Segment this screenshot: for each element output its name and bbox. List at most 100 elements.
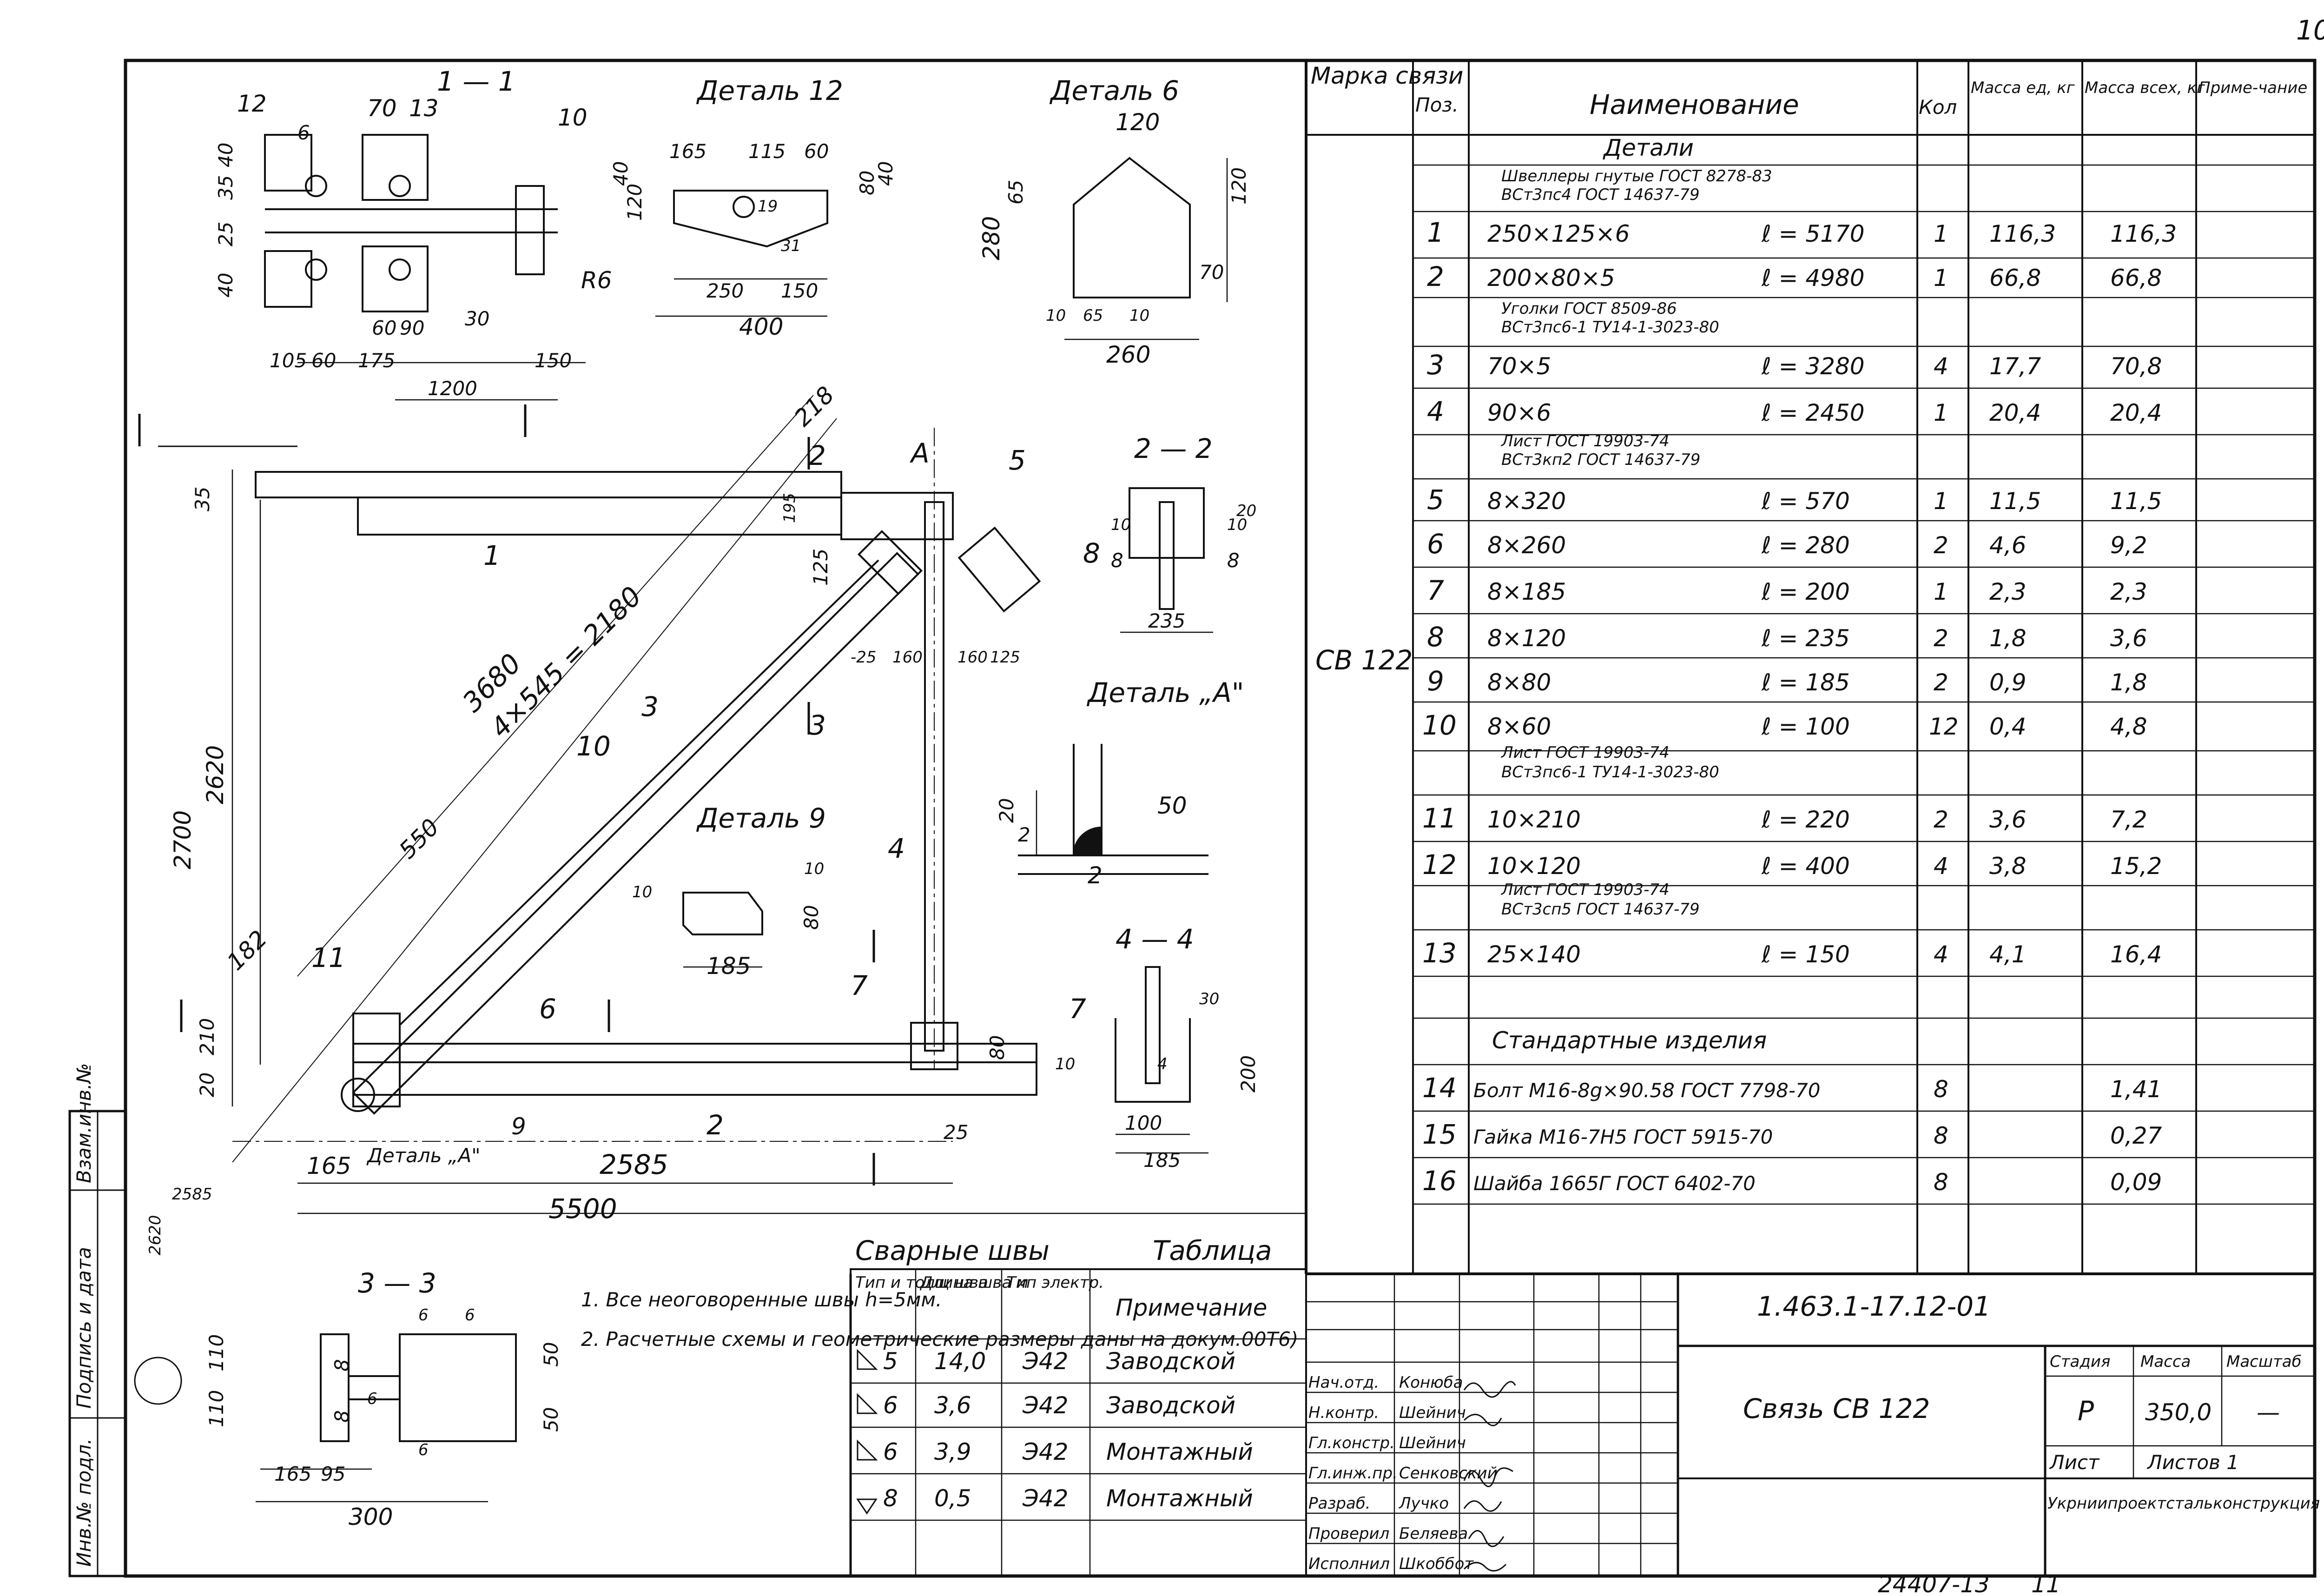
section-cut-markers	[138, 404, 875, 1185]
spec-mark-value: СВ 122	[1315, 644, 1413, 676]
svg-text:R6: R6	[581, 267, 612, 294]
svg-text:5: 5	[883, 1348, 898, 1375]
svg-text:ВСт3сп5 ГОСТ 14637-79: ВСт3сп5 ГОСТ 14637-79	[1501, 900, 1700, 919]
svg-text:10: 10	[1227, 516, 1247, 534]
note-2: 2. Расчетные схемы и геометрические разм…	[581, 1328, 1298, 1351]
stage-value: Р	[2078, 1395, 2094, 1427]
svg-text:30: 30	[465, 307, 489, 330]
svg-text:8: 8	[1083, 537, 1100, 569]
svg-text:200×80×5: 200×80×5	[1487, 265, 1615, 291]
svg-text:ℓ = 185: ℓ = 185	[1761, 669, 1850, 696]
svg-text:2 — 2: 2 — 2	[1134, 433, 1213, 464]
sheet-label: Лист	[2049, 1451, 2100, 1474]
svg-text:8×185: 8×185	[1487, 578, 1566, 605]
svg-text:6: 6	[297, 121, 310, 144]
svg-text:40: 40	[609, 161, 632, 186]
svg-text:Лист ГОСТ 19903-74: Лист ГОСТ 19903-74	[1500, 881, 1670, 899]
svg-text:2,3: 2,3	[1989, 578, 2027, 605]
svg-text:Э42: Э42	[1022, 1348, 1069, 1375]
svg-text:2620: 2620	[202, 745, 229, 804]
svg-text:5500: 5500	[548, 1193, 617, 1225]
svg-text:60: 60	[804, 140, 829, 163]
sheet-title: Связь СВ 122	[1743, 1393, 1930, 1424]
svg-text:9: 9	[511, 1113, 526, 1140]
svg-text:ВСт3кп2 ГОСТ 14637-79: ВСт3кп2 ГОСТ 14637-79	[1501, 450, 1700, 469]
svg-text:105: 105	[270, 349, 307, 372]
svg-text:35: 35	[191, 487, 214, 511]
svg-text:Гл.констр.: Гл.констр.	[1308, 1434, 1395, 1452]
svg-text:4,8: 4,8	[2110, 713, 2147, 740]
scale-value: —	[2257, 1399, 2280, 1426]
archive-number: 24407-13	[1878, 1571, 1990, 1596]
svg-text:20,4: 20,4	[1989, 399, 2041, 426]
svg-text:8×260: 8×260	[1487, 532, 1566, 559]
svg-text:4: 4	[1157, 1055, 1168, 1073]
general-notes: 1. Все неоговоренные швы h=5мм. 2. Расче…	[581, 1288, 1298, 1351]
svg-text:Э42: Э42	[1022, 1485, 1069, 1512]
svg-text:0,9: 0,9	[1989, 669, 2027, 696]
svg-text:Монтажный: Монтажный	[1106, 1485, 1253, 1512]
svg-text:6: 6	[418, 1306, 429, 1324]
svg-text:2: 2	[1018, 823, 1030, 846]
header-total-mass: Масса всех, кг	[2085, 79, 2205, 97]
svg-text:6: 6	[367, 1390, 377, 1408]
svg-text:120: 120	[623, 184, 646, 221]
weld-rows: 5 14,0 Э42 Заводской 6 3,6 Э42 Заводской…	[883, 1348, 1253, 1512]
sheets-label: Листов 1	[2146, 1451, 2239, 1474]
svg-text:185: 185	[1143, 1149, 1181, 1172]
svg-text:1: 1	[1427, 217, 1444, 248]
svg-text:12: 12	[1422, 849, 1457, 881]
svg-text:1: 1	[1934, 265, 1948, 291]
svg-text:6: 6	[465, 1306, 475, 1324]
svg-text:12: 12	[1929, 713, 1959, 740]
svg-text:10: 10	[1111, 516, 1131, 534]
svg-text:Гайка М16-7Н5 ГОСТ 5915-70: Гайка М16-7Н5 ГОСТ 5915-70	[1473, 1126, 1773, 1148]
svg-text:40: 40	[214, 273, 237, 298]
side-stamp: Инв.№ подл. Подпись и дата Взам.инв.№	[68, 1063, 127, 1577]
svg-text:Монтажный: Монтажный	[1106, 1438, 1253, 1465]
svg-text:35: 35	[214, 175, 237, 200]
svg-text:8: 8	[1934, 1122, 1948, 1149]
stamp-replace-label: Взам.инв.№	[73, 1063, 95, 1183]
svg-text:60: 60	[372, 317, 396, 339]
svg-text:110: 110	[205, 1390, 228, 1427]
svg-text:ℓ = 2450: ℓ = 2450	[1761, 399, 1865, 426]
header-qty: Кол	[1919, 96, 1957, 119]
svg-text:ℓ = 3280: ℓ = 3280	[1761, 353, 1865, 380]
svg-text:50: 50	[1157, 792, 1187, 819]
svg-text:Деталь „А": Деталь „А"	[366, 1144, 481, 1167]
svg-text:10: 10	[576, 730, 611, 762]
section-standard: Стандартные изделия	[1492, 1027, 1767, 1054]
svg-text:8×80: 8×80	[1487, 669, 1551, 696]
weld-header-note: Примечание	[1116, 1294, 1267, 1321]
svg-text:70,8: 70,8	[2110, 353, 2162, 380]
section-1-1: 1 — 1 12 6 70 13 10 R6 40 25 35 40 105 6…	[158, 66, 612, 447]
svg-text:4: 4	[1934, 853, 1948, 880]
svg-text:3,6: 3,6	[2110, 625, 2147, 652]
svg-text:2: 2	[1934, 532, 1948, 559]
svg-text:10: 10	[632, 883, 652, 901]
svg-text:5: 5	[1009, 444, 1026, 476]
header-mark: Марка связи	[1311, 62, 1463, 89]
svg-text:ℓ = 570: ℓ = 570	[1761, 488, 1850, 515]
svg-text:ℓ = 400: ℓ = 400	[1761, 853, 1850, 880]
svg-text:7,2: 7,2	[2110, 806, 2147, 833]
svg-text:Лист ГОСТ 19903-74: Лист ГОСТ 19903-74	[1500, 743, 1670, 762]
svg-text:8×120: 8×120	[1487, 625, 1566, 652]
svg-text:9,2: 9,2	[2110, 532, 2147, 559]
section-4-4: 4 — 4 7 30 10 200 100 185 4	[1055, 923, 1260, 1172]
svg-text:Разраб.: Разраб.	[1308, 1494, 1371, 1513]
weld-header-type: Тип и толщ шва	[855, 1273, 988, 1292]
svg-text:ℓ = 100: ℓ = 100	[1761, 713, 1850, 740]
svg-text:300: 300	[349, 1503, 393, 1530]
svg-text:10: 10	[804, 860, 824, 878]
svg-text:7: 7	[1069, 993, 1086, 1025]
svg-text:1: 1	[483, 540, 501, 571]
mass-value: 350,0	[2145, 1399, 2212, 1426]
svg-text:Деталь 9: Деталь 9	[696, 802, 826, 834]
svg-text:66,8: 66,8	[1989, 265, 2041, 291]
svg-text:7: 7	[851, 970, 868, 1001]
svg-text:70×5: 70×5	[1487, 353, 1551, 380]
weld-title: Сварные швы	[855, 1235, 1050, 1266]
weld-table: Сварные швы Таблица Тип и толщ шва Длина…	[850, 1235, 1307, 1577]
